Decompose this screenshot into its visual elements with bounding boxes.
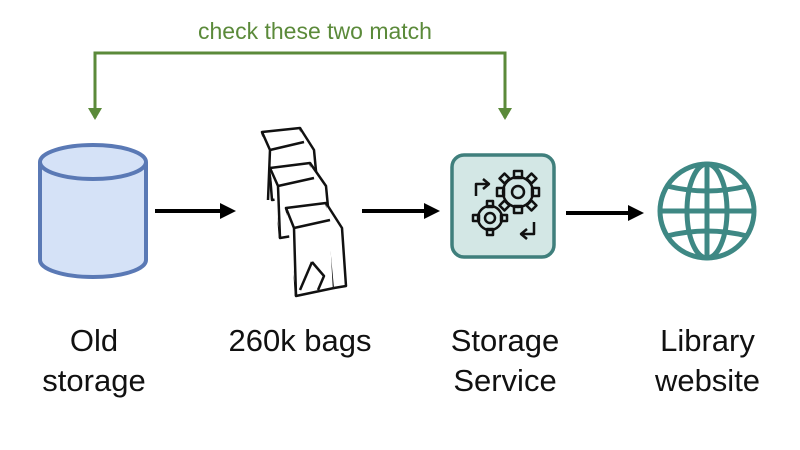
label-storage-service-line-2: Service [453, 363, 557, 398]
arrow-bags-to-service [362, 203, 440, 219]
gear-teeth-large [495, 169, 541, 215]
match-arrowhead-left [88, 108, 102, 120]
match-bracket-line [93, 51, 507, 118]
bags-icon [260, 126, 348, 298]
label-storage-service-line-1: Storage [450, 323, 560, 358]
label-old-storage-line-2: storage [42, 363, 146, 398]
bag-front [284, 201, 348, 298]
globe-icon [657, 161, 757, 261]
arrow-old-to-bags [155, 203, 236, 219]
label-old-storage: Old storage [14, 321, 174, 401]
label-old-storage-line-1: Old [69, 323, 119, 358]
database-icon [38, 143, 148, 279]
gear-teeth-small [471, 199, 509, 237]
match-bracket [88, 51, 512, 120]
gears-icon [450, 153, 556, 259]
label-bags-line-1: 260k bags [228, 323, 372, 358]
label-library-website-line-1: Library [660, 323, 755, 358]
label-library-website-line-2: website [654, 363, 761, 398]
match-annotation: check these two match [198, 18, 432, 44]
match-arrowhead-right [498, 108, 512, 120]
label-bags: 260k bags [200, 321, 400, 361]
label-library-website: Library website [625, 321, 790, 401]
arrow-service-to-website [566, 205, 644, 221]
label-storage-service: Storage Service [420, 321, 590, 401]
